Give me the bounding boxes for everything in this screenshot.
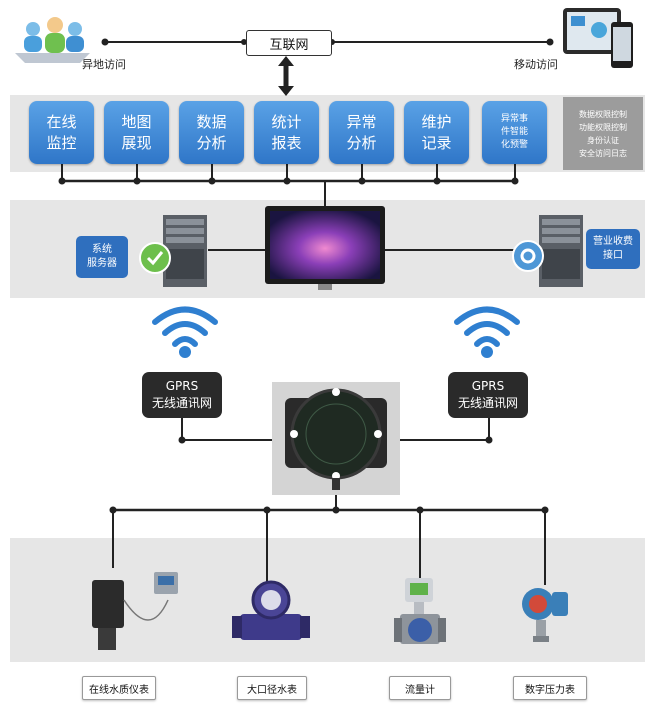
gprs-subtitle: 无线通讯网 xyxy=(151,396,212,410)
module-label-line2: 分析 xyxy=(196,133,227,152)
module-anomaly-analysis[interactable]: 异常分析 xyxy=(329,101,394,164)
module-label-line1: 数据 xyxy=(196,112,227,131)
device-label-water-quality: 在线水质仪表 xyxy=(82,676,156,700)
module-statistics-report[interactable]: 统计报表 xyxy=(254,101,319,164)
module-smart-alert[interactable]: 异常事件智能化预警 xyxy=(482,101,547,164)
gprs-subtitle: 无线通讯网 xyxy=(457,396,518,410)
mobile-access-label: 移动访问 xyxy=(514,58,558,71)
permission-item: 安全访问日志 xyxy=(579,148,627,158)
billing-line1: 营业收费 xyxy=(593,236,633,247)
module-label-line1: 在线 xyxy=(46,112,77,131)
gprs-title: GPRS xyxy=(165,379,199,393)
module-label-line2: 监控 xyxy=(46,133,77,152)
module-label-line1: 统计 xyxy=(271,112,302,131)
module-online-monitoring[interactable]: 在线监控 xyxy=(29,101,94,164)
system-server-line2: 服务器 xyxy=(87,258,117,269)
gprs-network-left: GPRS 无线通讯网 xyxy=(142,372,222,418)
billing-line2: 接口 xyxy=(603,250,623,261)
module-label-line3: 化预警 xyxy=(500,140,528,150)
gprs-title: GPRS xyxy=(471,379,505,393)
permission-item: 身份认证 xyxy=(587,135,619,145)
permission-item: 数据权限控制 xyxy=(579,109,627,119)
permissions-panel: 数据权限控制 功能权限控制 身份认证 安全访问日志 xyxy=(563,97,643,170)
module-map-display[interactable]: 地图展现 xyxy=(104,101,169,164)
module-label-line1: 异常事 xyxy=(500,114,528,124)
gprs-network-right: GPRS 无线通讯网 xyxy=(448,372,528,418)
internet-box: 互联网 xyxy=(246,30,332,56)
module-label-line2: 分析 xyxy=(346,133,377,152)
module-data-analysis[interactable]: 数据分析 xyxy=(179,101,244,164)
system-server-label: 系统服务器 xyxy=(76,236,128,278)
module-label-line1: 维护 xyxy=(421,112,452,131)
module-maintenance-record[interactable]: 维护记录 xyxy=(404,101,469,164)
module-label-line2: 报表 xyxy=(271,133,302,152)
billing-interface-label: 营业收费接口 xyxy=(586,229,640,269)
module-label-line2: 件智能 xyxy=(500,127,528,137)
module-label-line1: 地图 xyxy=(121,112,152,131)
module-label-line1: 异常 xyxy=(346,112,377,131)
remote-access-label: 异地访问 xyxy=(82,58,126,71)
module-label-line2: 展现 xyxy=(121,133,152,152)
permission-item: 功能权限控制 xyxy=(579,122,627,132)
device-label-flow-meter: 流量计 xyxy=(389,676,451,700)
device-label-large-water-meter: 大口径水表 xyxy=(237,676,307,700)
module-label-line2: 记录 xyxy=(421,133,452,152)
system-server-line1: 系统 xyxy=(92,244,112,255)
device-label-pressure-gauge: 数字压力表 xyxy=(513,676,587,700)
